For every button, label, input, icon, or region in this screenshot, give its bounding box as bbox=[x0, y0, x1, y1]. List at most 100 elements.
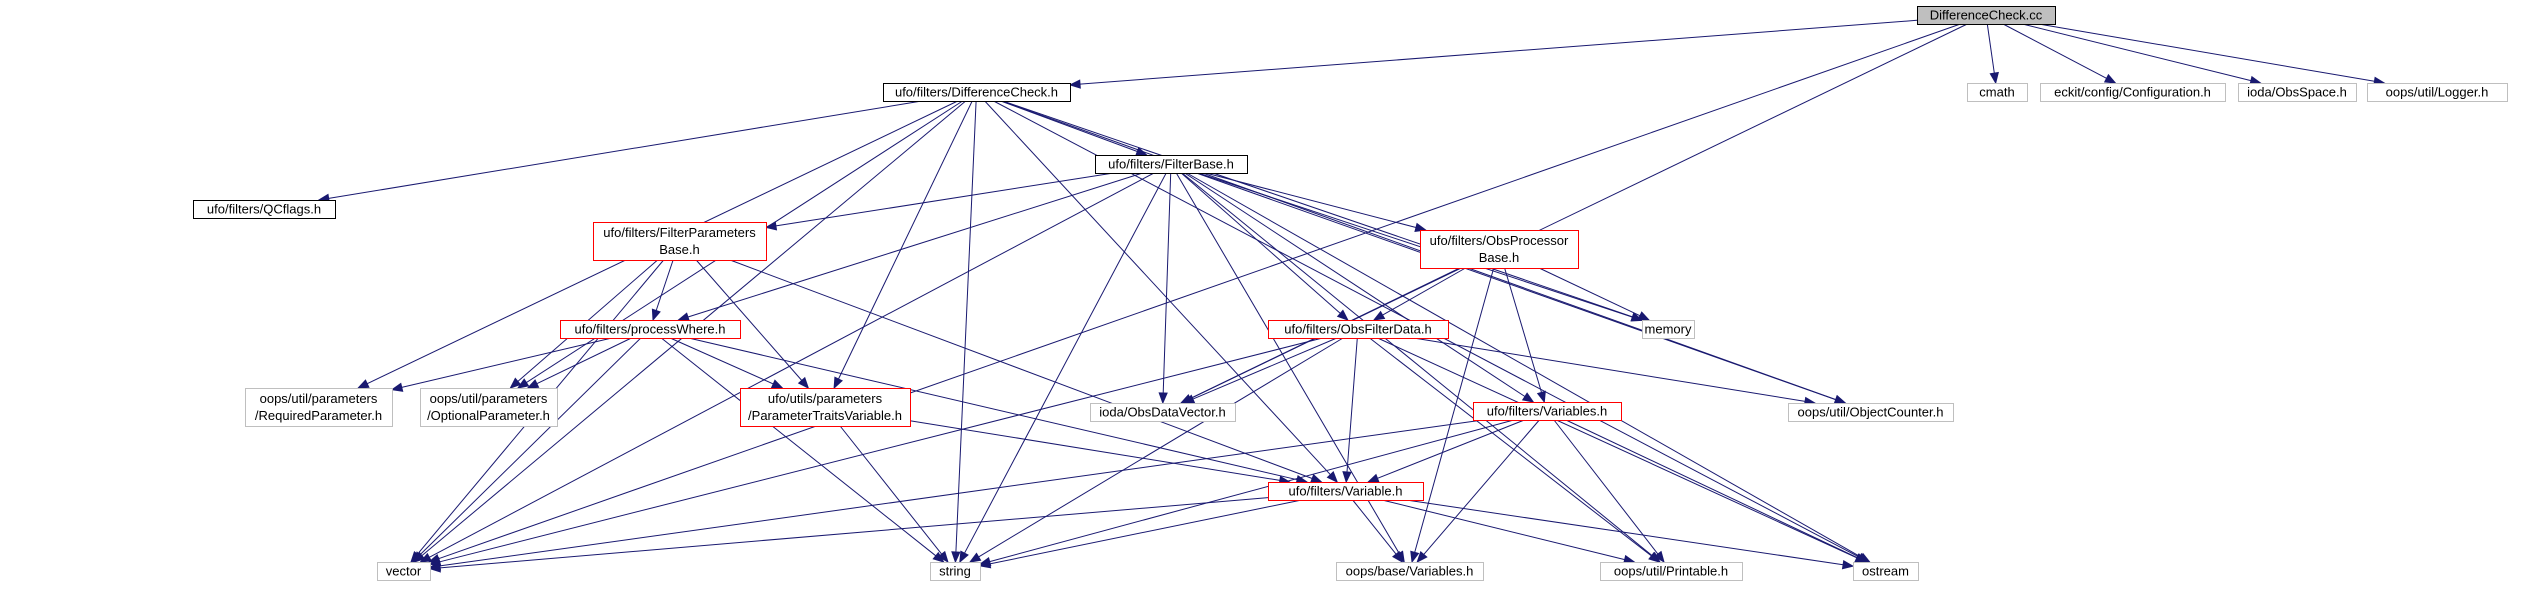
edge-line bbox=[1079, 19, 1918, 85]
edge-line bbox=[655, 259, 674, 311]
node-box bbox=[930, 562, 981, 581]
node-label: oops/util/Printable.h bbox=[1614, 564, 1728, 579]
edge-dch-to-string bbox=[951, 100, 977, 564]
node-filterbase[interactable]: ufo/filters/FilterBase.h bbox=[1095, 155, 1248, 174]
edge-arrowhead bbox=[1068, 79, 1081, 89]
edge-opb-to-memory bbox=[1538, 267, 1651, 321]
edge-line bbox=[909, 420, 1280, 481]
node-label: ufo/filters/FilterParameters bbox=[603, 225, 756, 240]
node-label: oops/util/parameters bbox=[430, 391, 548, 406]
edge-line bbox=[989, 499, 1302, 565]
node-box bbox=[420, 388, 558, 427]
node-box bbox=[2040, 83, 2226, 102]
edge-line bbox=[978, 337, 1344, 558]
edge-root-to-obsspace bbox=[2022, 23, 2262, 86]
edge-line bbox=[1162, 172, 1172, 394]
edge-ofd-to-variable bbox=[1342, 337, 1358, 484]
edge-variable-to-vector bbox=[428, 497, 1269, 573]
node-qcflags[interactable]: ufo/filters/QCflags.h bbox=[193, 200, 336, 219]
node-label: ufo/filters/QCflags.h bbox=[207, 202, 321, 217]
node-box bbox=[1600, 562, 1743, 581]
edge-variables-to-printable bbox=[1553, 419, 1665, 564]
node-printable: oops/util/Printable.h bbox=[1600, 562, 1743, 581]
edge-line bbox=[1001, 100, 1837, 401]
node-objcounter: oops/util/ObjectCounter.h bbox=[1788, 403, 1954, 422]
node-pwhere[interactable]: ufo/filters/processWhere.h bbox=[560, 320, 741, 339]
edge-dch-to-ptv bbox=[833, 100, 973, 390]
node-box bbox=[193, 200, 336, 219]
edge-variables-to-ostream bbox=[1565, 419, 1868, 563]
node-cmath: cmath bbox=[1967, 83, 2028, 102]
node-variables[interactable]: ufo/filters/Variables.h bbox=[1473, 402, 1622, 421]
edge-dch-to-qcflags bbox=[317, 100, 922, 203]
edge-arrowhead bbox=[1410, 550, 1420, 564]
edge-arrowhead bbox=[516, 378, 530, 389]
edge-line bbox=[955, 100, 977, 553]
node-ptv[interactable]: ufo/utils/parameters/ParameterTraitsVari… bbox=[740, 388, 911, 427]
edge-fpb-to-variable bbox=[729, 259, 1323, 483]
edge-line bbox=[1382, 267, 1466, 316]
node-root[interactable]: DifferenceCheck.cc bbox=[1917, 6, 2056, 25]
edge-arrowhead bbox=[797, 376, 810, 390]
node-label: oops/base/Variables.h bbox=[1346, 564, 1474, 579]
edge-root-to-config bbox=[2002, 23, 2117, 84]
edge-line bbox=[729, 259, 1313, 479]
edge-filterbase-to-odv bbox=[1158, 172, 1172, 405]
edge-line bbox=[439, 497, 1269, 569]
edge-arrowhead bbox=[770, 379, 784, 389]
edge-line bbox=[2002, 23, 2107, 79]
edge-variable-to-printable bbox=[1381, 499, 1636, 565]
node-obsspace: ioda/ObsSpace.h bbox=[2238, 83, 2357, 102]
edge-line bbox=[660, 337, 937, 557]
edge-ofd-to-printable bbox=[1369, 337, 1661, 563]
edge-line bbox=[1414, 267, 1495, 553]
node-label: Base.h bbox=[659, 242, 699, 257]
edge-line bbox=[1423, 419, 1540, 555]
edge-line bbox=[1504, 267, 1542, 393]
edge-ofd-to-string bbox=[968, 337, 1344, 563]
edge-variables-to-variable bbox=[1366, 419, 1525, 483]
edge-line bbox=[1184, 172, 1526, 397]
edge-filterbase-to-ofd bbox=[1180, 172, 1349, 321]
node-odv: ioda/ObsDataVector.h bbox=[1090, 403, 1236, 422]
edge-ptv-to-string bbox=[839, 425, 949, 564]
node-optparam: oops/util/parameters/OptionalParameter.h bbox=[420, 388, 558, 427]
node-label: oops/util/ObjectCounter.h bbox=[1798, 405, 1944, 420]
node-label: cmath bbox=[1979, 85, 2014, 100]
nodes-layer: DifferenceCheck.cc ufo/filters/Difference… bbox=[193, 6, 2508, 581]
node-dch[interactable]: ufo/filters/DifferenceCheck.h bbox=[883, 83, 1071, 102]
edge-line bbox=[984, 100, 1331, 476]
edge-arrowhead bbox=[1182, 394, 1196, 404]
edge-ofd-to-odv bbox=[1182, 337, 1337, 404]
node-box bbox=[1853, 562, 1919, 581]
edge-line bbox=[328, 100, 922, 199]
node-box bbox=[883, 83, 1071, 102]
edge-arrowhead bbox=[1366, 473, 1380, 483]
edge-arrowhead bbox=[390, 382, 404, 392]
edge-line bbox=[536, 337, 632, 385]
edge-ofd-to-vector bbox=[428, 337, 1323, 567]
edge-line bbox=[1197, 172, 1633, 318]
node-ofd[interactable]: ufo/filters/ObsFilterData.h bbox=[1268, 320, 1449, 339]
edge-pwhere-to-vector bbox=[411, 337, 642, 563]
edge-arrowhead bbox=[978, 559, 992, 569]
node-variable[interactable]: ufo/filters/Variable.h bbox=[1268, 482, 1424, 501]
node-label: /RequiredParameter.h bbox=[255, 408, 382, 423]
edge-line bbox=[2022, 23, 2252, 82]
node-box bbox=[593, 222, 767, 261]
edge-arrowhead bbox=[1536, 390, 1546, 404]
edge-arrowhead bbox=[1392, 550, 1404, 564]
edge-line bbox=[1369, 337, 1652, 557]
edge-arrowhead bbox=[764, 221, 778, 231]
edge-line bbox=[1553, 419, 1659, 555]
edge-root-to-vector bbox=[427, 23, 1961, 564]
node-box bbox=[1268, 482, 1424, 501]
edge-line bbox=[1377, 419, 1525, 479]
node-box bbox=[560, 320, 741, 339]
node-label: ufo/utils/parameters bbox=[768, 391, 883, 406]
edge-line bbox=[775, 172, 1114, 227]
node-label: eckit/config/Configuration.h bbox=[2054, 85, 2211, 100]
node-label: ufo/filters/ObsProcessor bbox=[1430, 233, 1569, 248]
